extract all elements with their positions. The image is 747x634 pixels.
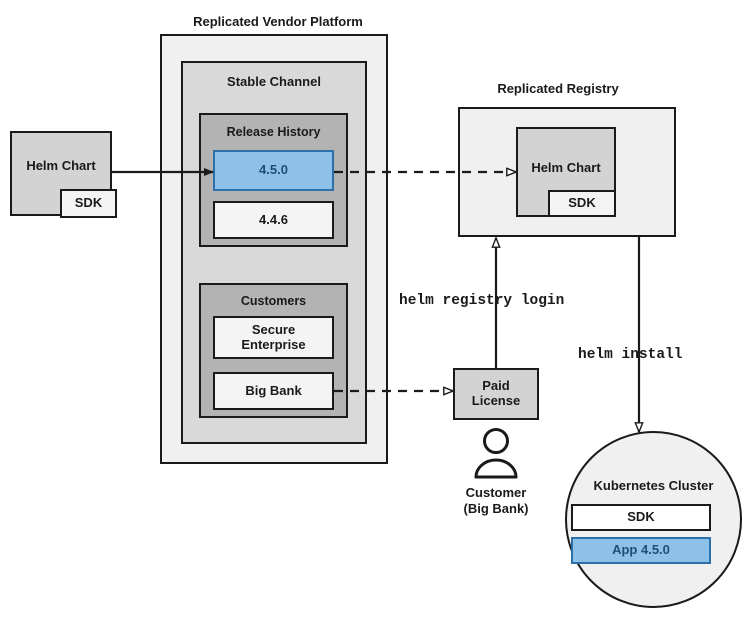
cluster-item-label: App 4.5.0 bbox=[612, 542, 670, 558]
registry-title: Replicated Registry bbox=[497, 81, 619, 96]
release-version-label: 4.4.6 bbox=[259, 211, 288, 227]
stable-channel-label: Stable Channel bbox=[227, 74, 321, 89]
customer-name-line1: Secure bbox=[251, 321, 296, 337]
source-sdk-label: SDK bbox=[74, 195, 103, 211]
cluster-title: Kubernetes Cluster bbox=[593, 478, 714, 493]
registry-helm-chart-label: Helm Chart bbox=[531, 160, 601, 175]
release-item-446[interactable]: 4.4.6 bbox=[213, 201, 334, 239]
registry-sdk-label: SDK bbox=[568, 195, 596, 211]
cluster-item-sdk[interactable]: SDK bbox=[571, 504, 711, 531]
release-item-450[interactable]: 4.5.0 bbox=[213, 150, 334, 191]
customer-secure-enterprise[interactable]: Secure Enterprise bbox=[213, 316, 334, 359]
source-sdk-box: SDK bbox=[60, 189, 117, 218]
release-version-label: 4.5.0 bbox=[259, 162, 288, 178]
helm-registry-login-command: helm registry login bbox=[399, 293, 565, 309]
source-helm-chart-label: Helm Chart bbox=[26, 158, 96, 173]
person-icon bbox=[474, 428, 518, 479]
paid-license-line2: License bbox=[471, 393, 521, 408]
paid-license-line1: Paid bbox=[482, 378, 510, 394]
platform-title: Replicated Vendor Platform bbox=[193, 14, 363, 29]
cluster-item-label: SDK bbox=[627, 509, 655, 525]
customer-actor-label: Customer (Big Bank) bbox=[446, 485, 546, 516]
customers-label: Customers bbox=[240, 294, 307, 308]
customer-big-bank[interactable]: Big Bank bbox=[213, 372, 334, 410]
helm-install-command: helm install bbox=[578, 347, 683, 363]
cluster-item-app[interactable]: App 4.5.0 bbox=[571, 537, 711, 564]
release-history-label: Release History bbox=[226, 125, 321, 139]
customer-actor-line2: (Big Bank) bbox=[463, 500, 529, 516]
customer-name-line2: Enterprise bbox=[241, 336, 306, 352]
customer-actor-line1: Customer bbox=[465, 485, 527, 500]
paid-license-box: Paid License bbox=[453, 368, 539, 420]
customer-name-label: Big Bank bbox=[245, 382, 302, 398]
registry-sdk-box: SDK bbox=[548, 190, 616, 217]
